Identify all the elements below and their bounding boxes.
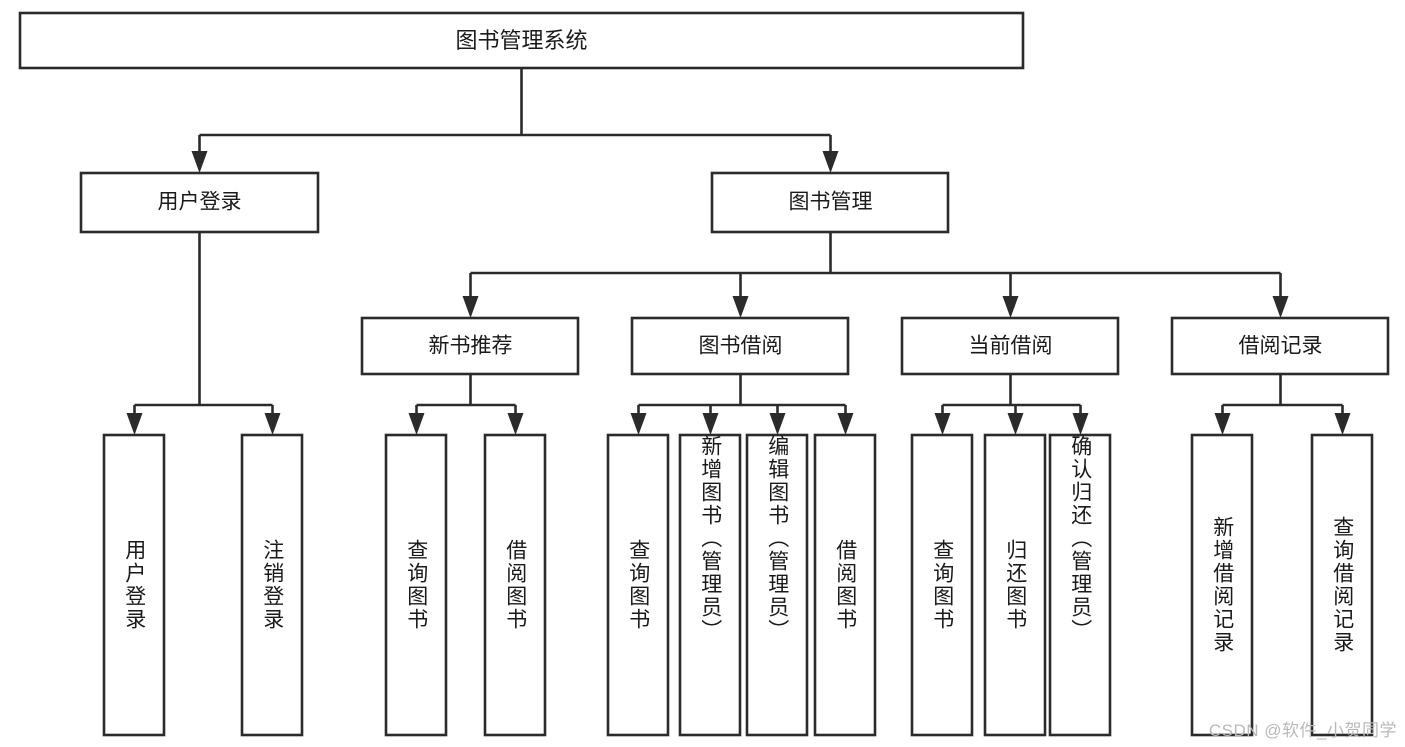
node-leaf-confirm-return[interactable] — [1048, 433, 1112, 737]
arrowhead-leaf-add-record — [1214, 413, 1231, 435]
connector-layer — [126, 68, 1351, 435]
node-book-manage-label: 图书管理 — [789, 191, 873, 214]
arrowhead-leaf-return-book — [1007, 413, 1024, 435]
arrowhead-leaf-query-book-3 — [934, 413, 951, 435]
node-user-login-label: 用户登录 — [158, 191, 242, 214]
node-leaf-borrow-book-1[interactable] — [483, 433, 547, 737]
node-current-borrow[interactable]: 当前借阅 — [900, 316, 1120, 376]
arrowhead-book-borrow — [732, 296, 749, 318]
node-leaf-logout[interactable] — [240, 433, 304, 737]
arrowhead-user-login — [191, 151, 208, 173]
node-leaf-query-record[interactable] — [1310, 433, 1374, 737]
arrowhead-leaf-confirm-return — [1072, 413, 1089, 435]
node-leaf-borrow-book-2[interactable] — [813, 433, 877, 737]
node-user-login[interactable]: 用户登录 — [79, 171, 320, 234]
node-leaf-return-book[interactable] — [983, 433, 1047, 737]
arrowhead-new-book-recommend — [462, 296, 479, 318]
node-leaf-add-book[interactable] — [678, 433, 742, 737]
node-book-borrow-label: 图书借阅 — [699, 335, 783, 358]
node-book-borrow[interactable]: 图书借阅 — [630, 316, 850, 376]
node-current-borrow-label: 当前借阅 — [969, 335, 1053, 358]
node-new-book-recommend[interactable]: 新书推荐 — [360, 316, 580, 376]
node-leaf-edit-book[interactable] — [745, 433, 809, 737]
node-leaf-add-record[interactable] — [1190, 433, 1254, 737]
arrowhead-leaf-borrow-book-2 — [837, 413, 854, 435]
arrowhead-leaf-query-record — [1334, 413, 1351, 435]
arrowhead-current-borrow — [1002, 296, 1019, 318]
node-root-label: 图书管理系统 — [455, 28, 587, 53]
node-leaf-query-book-2[interactable] — [606, 433, 670, 737]
arrowhead-leaf-borrow-book-1 — [507, 413, 524, 435]
arrowhead-leaf-edit-book — [769, 413, 786, 435]
node-book-manage[interactable]: 图书管理 — [710, 171, 950, 234]
arrowhead-leaf-user-login — [126, 413, 143, 435]
arrowhead-leaf-logout — [264, 413, 281, 435]
node-leaf-query-book-1[interactable] — [384, 433, 448, 737]
arrowhead-leaf-query-book-2 — [630, 413, 647, 435]
node-borrow-record[interactable]: 借阅记录 — [1170, 316, 1390, 376]
node-leaf-query-book-3[interactable] — [910, 433, 974, 737]
arrowhead-borrow-record — [1272, 296, 1289, 318]
node-leaf-user-login[interactable] — [102, 433, 166, 737]
arrowhead-book-manage — [822, 151, 839, 173]
arrowhead-leaf-query-book-1 — [408, 413, 425, 435]
arrowhead-leaf-add-book — [702, 413, 719, 435]
node-new-book-recommend-label: 新书推荐 — [429, 335, 513, 358]
node-layer: 图书管理系统 用户登录 图书管理 新书推荐 图书借阅 当前 — [18, 11, 1390, 737]
node-root[interactable]: 图书管理系统 — [18, 11, 1025, 70]
node-borrow-record-label: 借阅记录 — [1239, 335, 1323, 358]
